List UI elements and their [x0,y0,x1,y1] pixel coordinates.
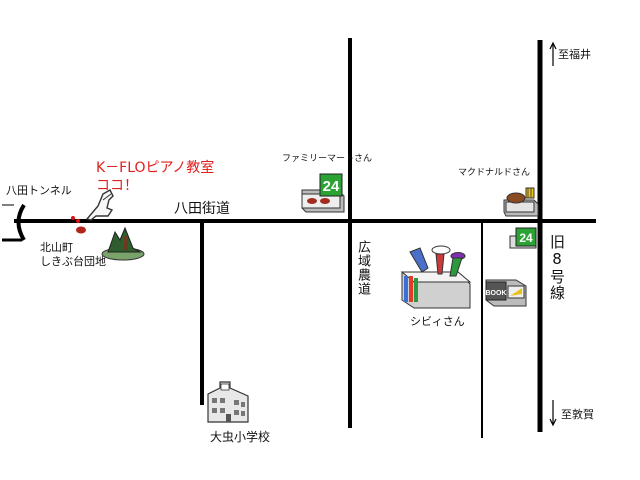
burger-shop-icon [503,187,539,217]
elementary-school-label: 大虫小学校 [210,430,271,444]
route-8-label: 旧8号線 [548,234,566,301]
city-store-label: シビィさん [410,315,465,328]
to-fukui-label: 至福井 [558,48,591,61]
housing-label-1: 北山町 [40,241,73,254]
tunnel-label: 八田トンネル [6,184,72,197]
housing-label-2: しきぶ台団地 [40,255,106,268]
shopping-mall-icon [400,245,472,309]
book-label: BOOK [486,290,507,297]
store-24-label: 24 [323,178,340,195]
tree-icon [101,226,145,261]
hatta-kaido-label: 八田街道 [174,201,230,217]
store-24-label: 24 [519,231,533,245]
here-label: ココ！ [96,178,138,194]
to-tsuruga-label: 至敦賀 [561,408,594,421]
piano-school-label: K－FLOピアノ教室 [96,160,215,176]
school-building-icon [207,381,249,423]
bookstore-icon: BOOK [485,279,527,307]
family-mart-label: ファミリーマートさん [282,154,373,164]
convenience-store-icon: 24 [509,227,537,249]
koiki-nodo-label: 広域農道 [355,240,370,296]
tunnel-mark [16,203,26,242]
red-marker-icon [71,216,86,234]
pointing-hand-icon [85,189,114,221]
mcdonalds-label: マクドナルドさん [458,168,531,178]
convenience-store-icon: 24 [301,173,345,213]
